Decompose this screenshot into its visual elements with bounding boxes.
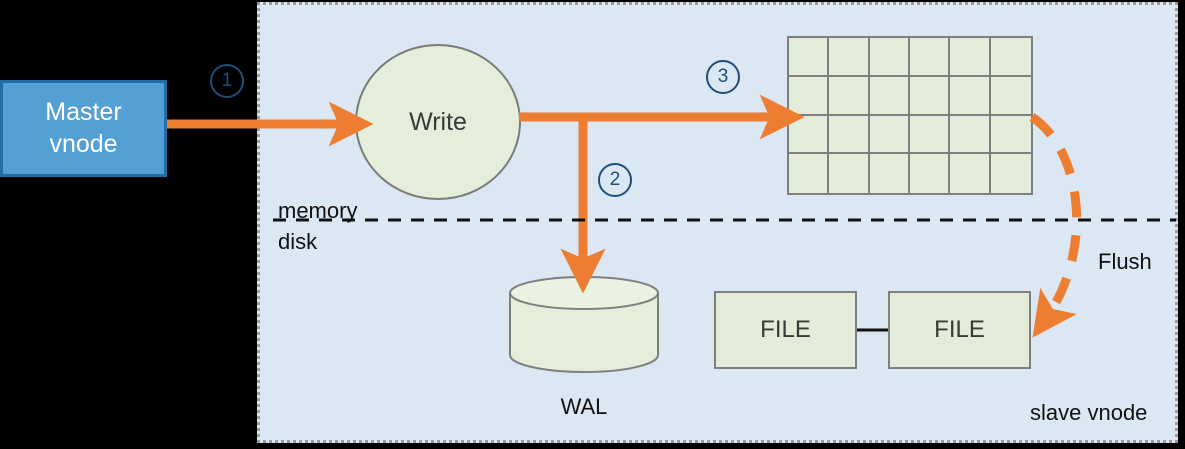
memtable-cell [869, 115, 910, 155]
write-node[interactable]: Write [355, 44, 521, 200]
memory-label: memory [278, 198, 358, 223]
memtable-cell [909, 38, 951, 77]
write-node-label: Write [409, 107, 467, 136]
memtable-cell [869, 38, 910, 77]
memtable-cell [990, 115, 1031, 155]
step-badge-2: 2 [598, 163, 632, 197]
master-vnode-label-line1: Master [45, 98, 122, 127]
slave-vnode-caption: slave vnode [1030, 400, 1148, 425]
file-box-2-label: FILE [934, 316, 985, 343]
file-box-1-label: FILE [760, 316, 811, 343]
memtable-cell [909, 76, 951, 116]
memtable-cell [950, 115, 991, 155]
memtable-cell [990, 76, 1031, 116]
memtable-grid [787, 36, 1033, 195]
memtable-cell [990, 38, 1031, 77]
wal-label: WAL [560, 394, 608, 419]
step-badge-3: 3 [706, 60, 740, 94]
memtable-cell [909, 115, 951, 155]
file-box-1[interactable]: FILE [714, 291, 857, 369]
step-badge-1-number: 1 [221, 70, 233, 91]
memtable-cell [869, 76, 910, 116]
file-box-2[interactable]: FILE [888, 291, 1031, 369]
memtable-cell [869, 154, 910, 193]
memtable-cell [789, 38, 830, 77]
memtable-cell [950, 76, 991, 116]
memtable-cell [829, 76, 870, 116]
wal-cylinder [508, 275, 660, 373]
memtable-cell [789, 154, 830, 193]
step-badge-2-number: 2 [609, 169, 621, 190]
memtable-cell [789, 76, 830, 116]
memtable-cell [909, 154, 951, 193]
step-badge-3-number: 3 [717, 66, 729, 87]
disk-label: disk [278, 229, 318, 254]
master-vnode-label-line2: vnode [49, 129, 118, 158]
memtable-cell [789, 115, 830, 155]
flush-label: Flush [1098, 249, 1152, 274]
step-badge-1: 1 [210, 64, 244, 98]
memtable-cell [950, 38, 991, 77]
memtable-cell [829, 115, 870, 155]
memtable-cell [829, 38, 870, 77]
memtable-cell [829, 154, 870, 193]
memtable-cell [990, 154, 1031, 193]
memtable-cell [950, 154, 991, 193]
master-vnode-box[interactable]: Master vnode [0, 80, 167, 177]
